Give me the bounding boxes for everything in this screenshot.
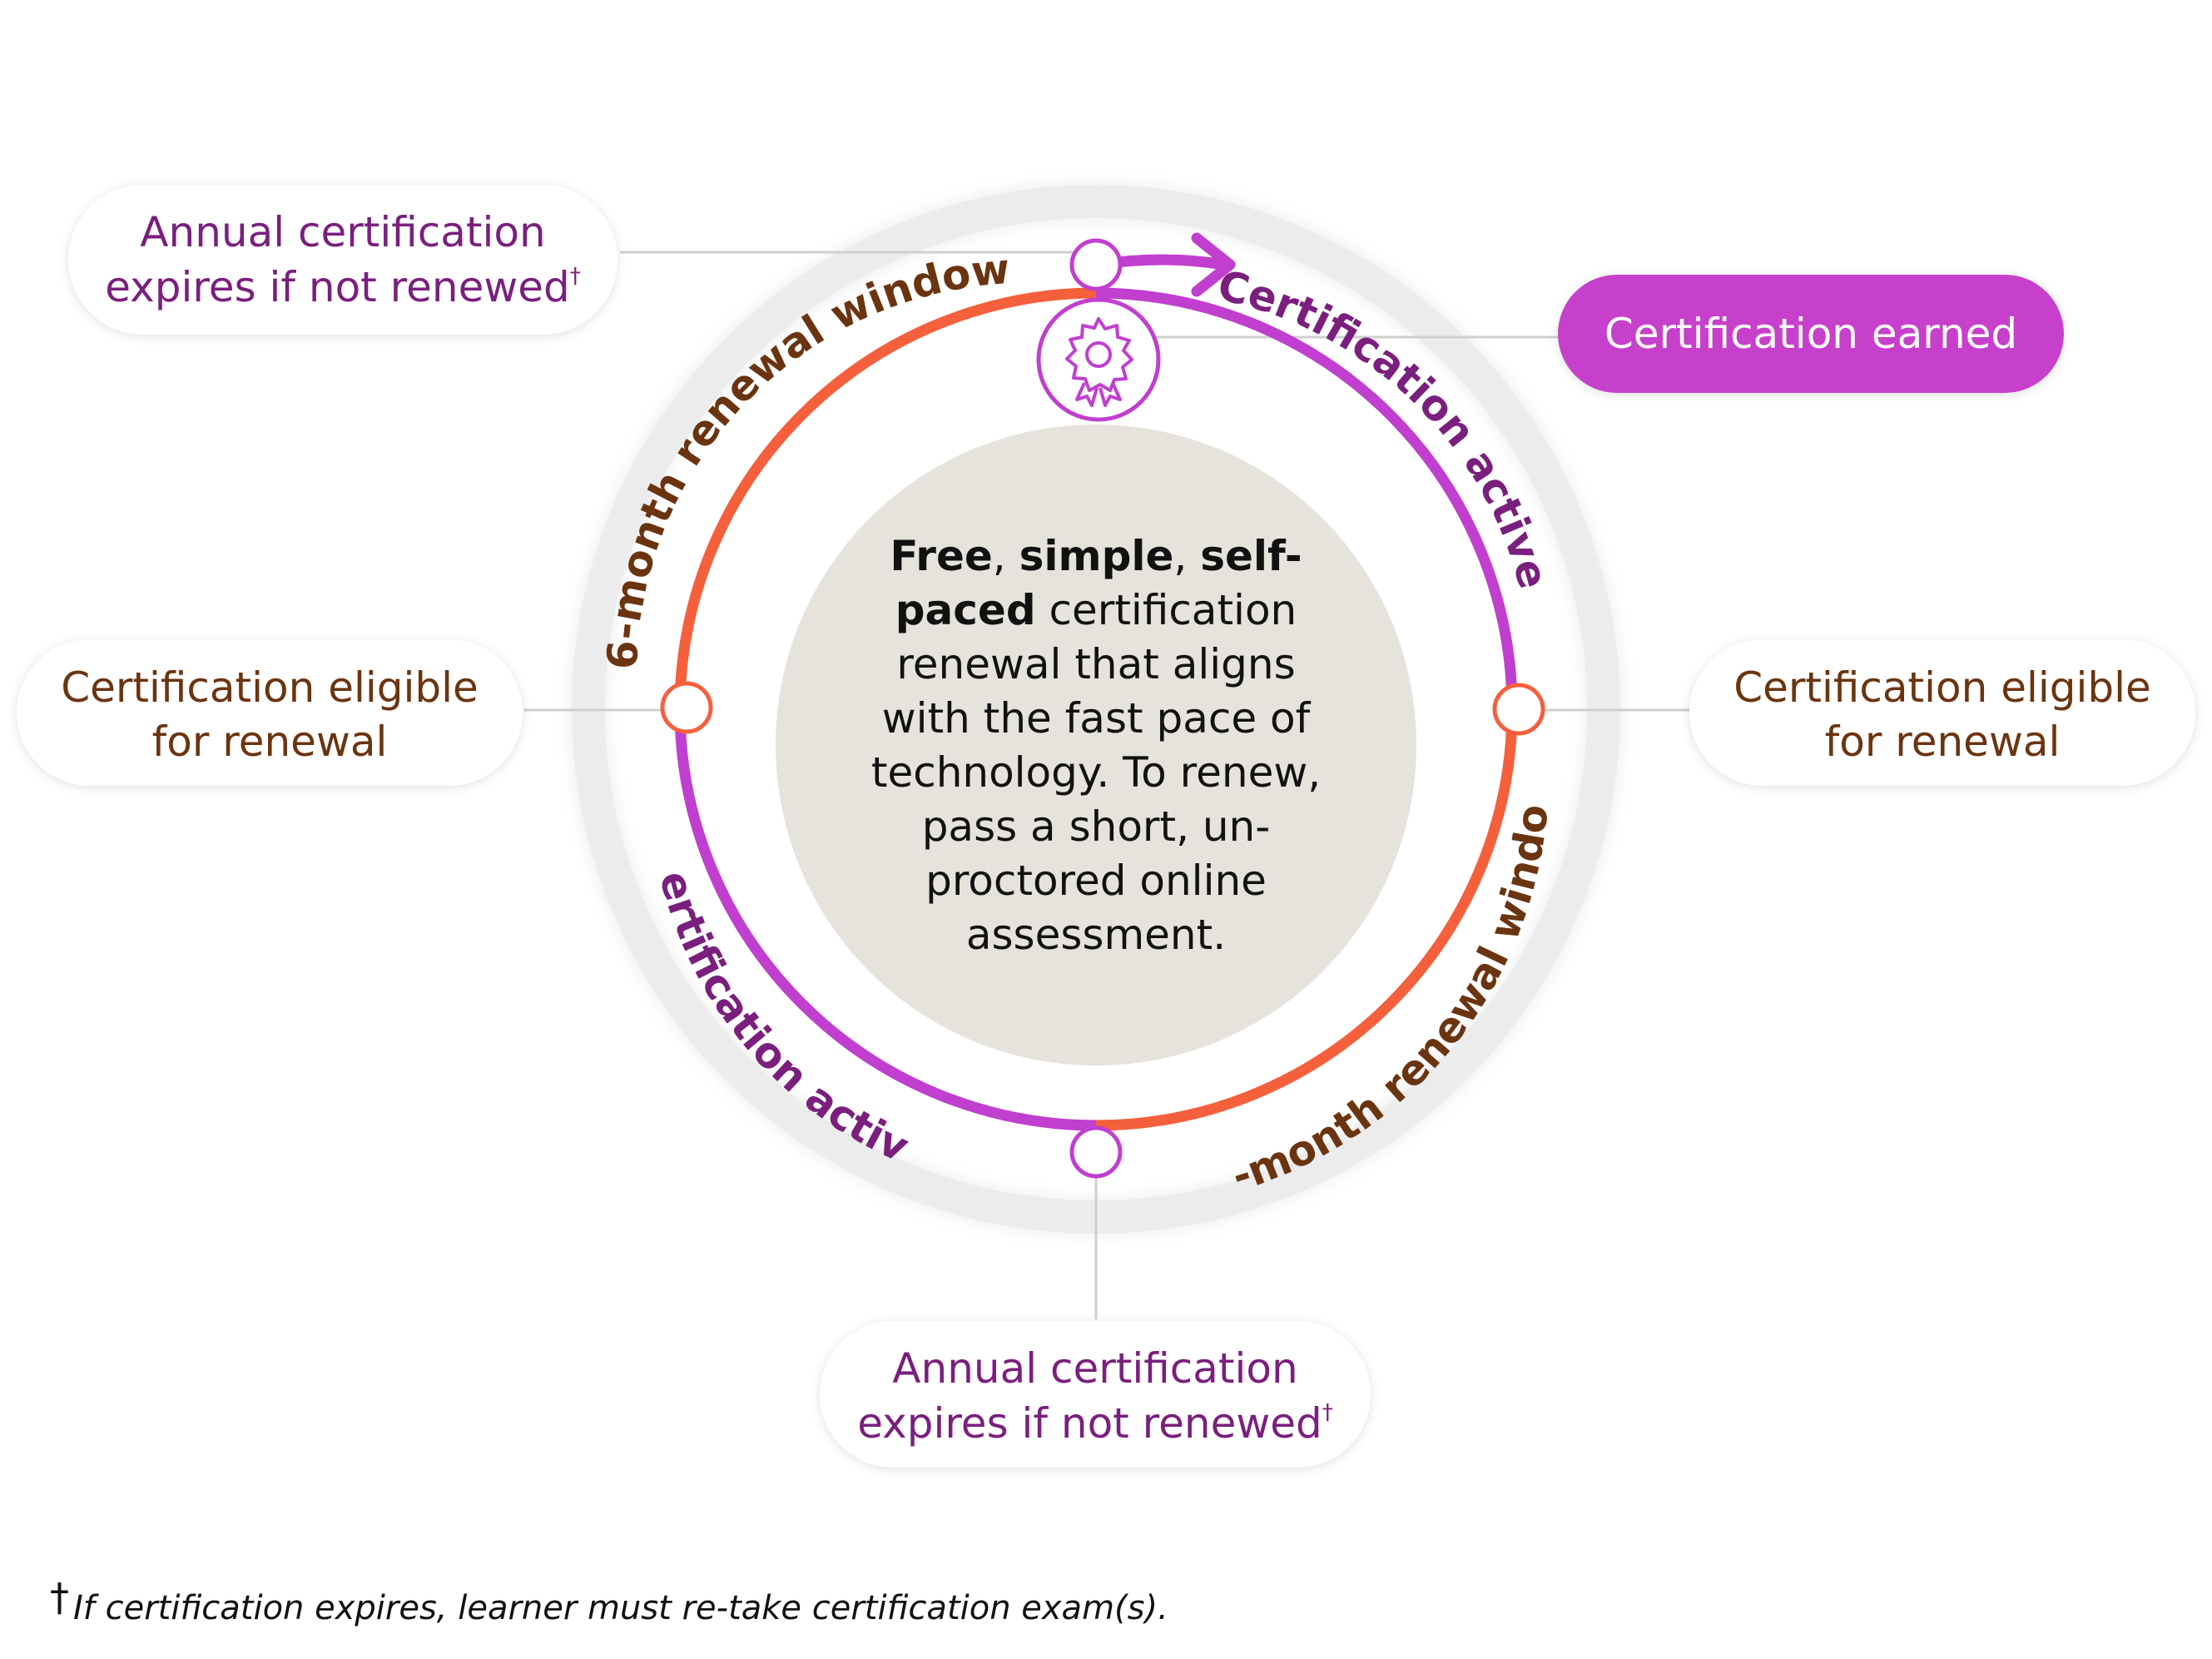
footnote-dagger: †	[50, 1575, 69, 1620]
svg-text:assessment.: assessment.	[966, 911, 1226, 959]
svg-text:paced certification: paced certification	[895, 586, 1297, 634]
pill-expires-top: Annual certification expires if not rene…	[68, 185, 617, 335]
svg-text:technology. To renew,: technology. To renew,	[871, 748, 1321, 797]
node-left	[660, 681, 713, 734]
arc-label-active-bottom-left: Certification active	[0, 0, 916, 1171]
node-bottom	[1069, 1125, 1123, 1179]
node-right	[1492, 683, 1545, 736]
center-description: Free, simple, self- paced certification …	[871, 532, 1321, 959]
pill-expires-bottom: Annual certification expires if not rene…	[820, 1321, 1371, 1468]
center-disc	[776, 425, 1416, 1065]
certificate-ribbon-icon	[1036, 297, 1161, 422]
svg-text:Free, simple, self-: Free, simple, self-	[890, 532, 1302, 580]
purple-arc-top-right	[1095, 287, 1518, 710]
pill-eligible-right: Certification eligible for renewal	[1689, 639, 2195, 786]
svg-text:pass a short, un-: pass a short, un-	[922, 802, 1271, 851]
svg-text:Certification eligible: Certification eligible	[1733, 663, 2151, 712]
purple-arc-bottom-left	[674, 708, 1097, 1131]
svg-text:expires if not renewed†: expires if not renewed†	[105, 263, 581, 311]
svg-text:proctored online: proctored online	[925, 857, 1267, 905]
svg-text:for renewal: for renewal	[1825, 718, 2061, 766]
svg-text:Certification eligible: Certification eligible	[61, 663, 479, 712]
svg-text:with the fast pace of: with the fast pace of	[882, 694, 1312, 743]
footnote-text: If certification expires, learner must r…	[73, 1589, 1168, 1627]
svg-text:Certification earned: Certification earned	[1604, 310, 2017, 358]
footnote: † If certification expires, learner must…	[50, 1575, 1168, 1627]
connector-lines	[524, 251, 1689, 1319]
svg-text:Annual certification: Annual certification	[892, 1344, 1297, 1393]
svg-text:for renewal: for renewal	[152, 718, 388, 766]
orange-arc-bottom-right	[1095, 708, 1518, 1131]
orange-arc-top-left	[674, 287, 1102, 715]
node-top	[1069, 238, 1123, 291]
svg-text:expires if not renewed†: expires if not renewed†	[857, 1399, 1333, 1448]
svg-text:renewal that aligns: renewal that aligns	[896, 640, 1295, 688]
pill-certification-earned: Certification earned	[1558, 275, 2064, 393]
pill-eligible-left: Certification eligible for renewal	[17, 639, 523, 786]
svg-text:Annual certification: Annual certification	[140, 208, 545, 256]
